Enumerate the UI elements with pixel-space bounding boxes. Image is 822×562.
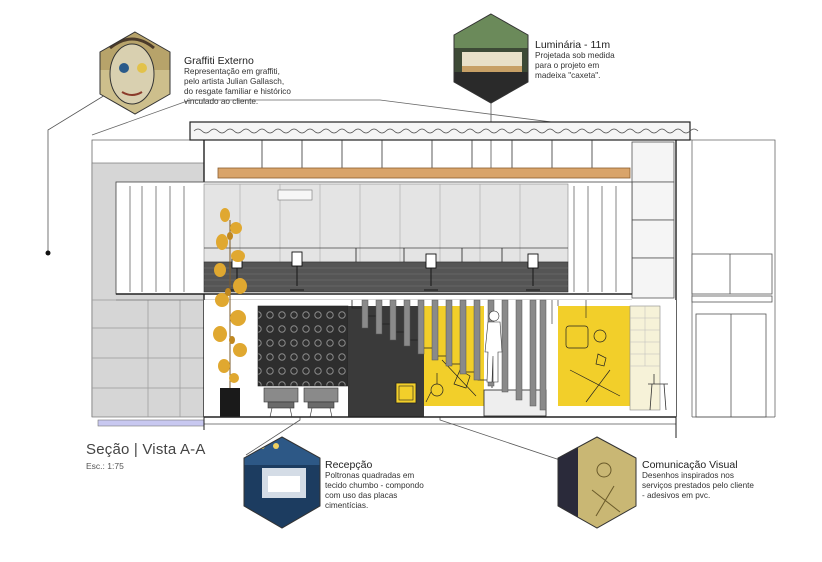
callout-graffiti-title: Graffiti Externo (184, 55, 254, 67)
comunicacao-photo (558, 437, 636, 528)
callout-graffiti: Graffiti Externo Representação em graffi… (184, 56, 334, 107)
air-conditioner (277, 189, 313, 201)
callout-comunicacao-body: Desenhos inspirados nos serviços prestad… (642, 471, 754, 500)
desk-band (203, 261, 569, 293)
callout-recepcao-title: Recepção (325, 459, 373, 471)
luminaire (261, 140, 593, 168)
callout-recepcao-body: Poltronas quadradas em tecido chumbo - c… (325, 471, 424, 510)
armchair-icon (263, 387, 339, 418)
section-scale: Esc.: 1:75 (86, 461, 124, 471)
cement-panel (257, 305, 349, 387)
wood-luminaire (217, 167, 631, 179)
right-building (691, 253, 775, 418)
ground-floor (203, 208, 677, 438)
callout-recepcao: Recepção Poltronas quadradas em tecido c… (325, 460, 465, 511)
callout-comunicacao-title: Comunicação Visual (642, 459, 738, 471)
callout-luminaria-body: Projetada sob medida para o projeto em m… (535, 51, 615, 80)
mezzanine (115, 181, 633, 301)
plant-icon (213, 208, 247, 417)
stair-slats (361, 299, 547, 411)
callout-graffiti-body: Representação em graffiti, pelo artista … (184, 67, 291, 106)
section-title: Seção | Vista A-A (86, 441, 206, 458)
right-cabinet (631, 141, 675, 299)
callout-luminaria-title: Luminária - 11m (535, 39, 611, 51)
graffiti-photo (100, 32, 170, 114)
callout-luminaria: Luminária - 11m Projetada sob medida par… (535, 40, 675, 81)
person-silhouette-icon (484, 310, 503, 383)
leader-dot (45, 250, 51, 256)
luminaria-photo (454, 14, 528, 103)
yellow-wall-right (558, 306, 630, 406)
recepcao-photo (244, 437, 320, 528)
callout-comunicacao: Comunicação Visual Desenhos inspirados n… (642, 460, 812, 501)
